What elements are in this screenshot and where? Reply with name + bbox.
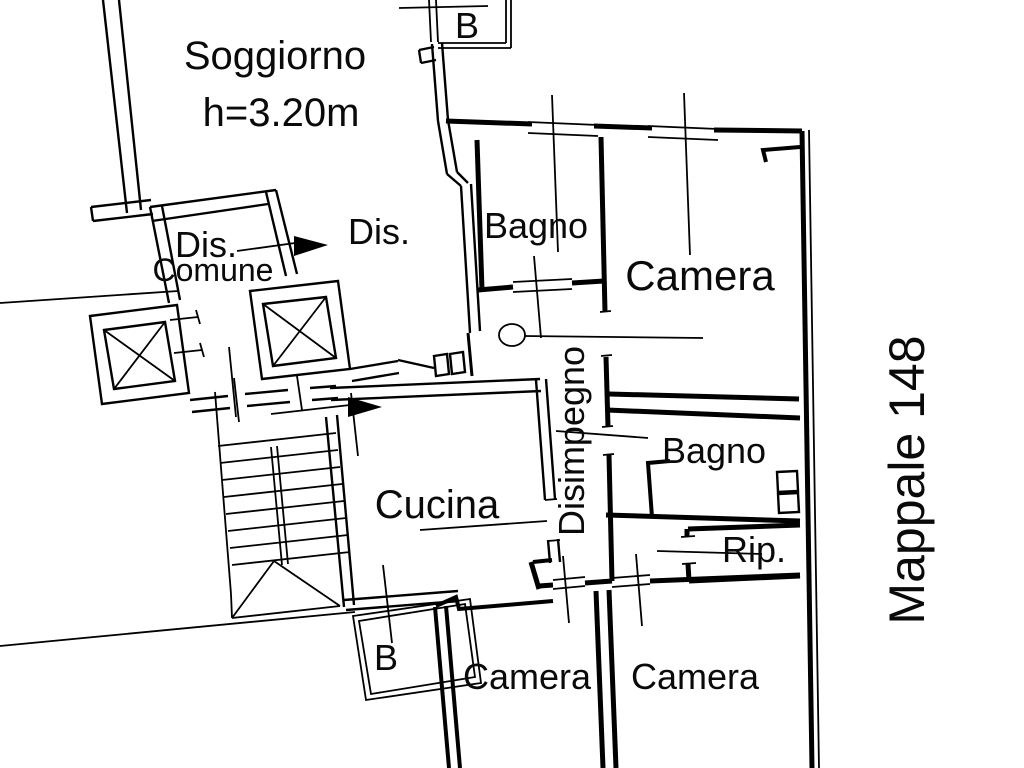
label-balcony-bottom: B	[374, 637, 398, 678]
label-mappale: Mappale 148	[879, 335, 935, 624]
stair-break-line	[231, 560, 341, 619]
balcony-bottom	[351, 597, 483, 702]
label-camera-top: Camera	[625, 252, 775, 299]
label-bagno-mid: Bagno	[662, 430, 766, 471]
window-symbols	[382, 92, 763, 644]
landing-walls	[169, 309, 435, 457]
staircase	[214, 391, 351, 619]
balcony-top	[398, 0, 512, 122]
label-cucina: Cucina	[375, 483, 500, 527]
soggiorno-walls	[89, 0, 154, 223]
label-camera-bottom-right: Camera	[631, 656, 760, 697]
label-dis-comune-1: Dis.	[175, 224, 237, 265]
label-disimpegno: Disimpegno	[551, 346, 592, 536]
dis-comune-walls	[148, 188, 299, 304]
door-knob-symbol	[498, 323, 526, 347]
label-balcony-top: B	[455, 5, 479, 46]
label-rip: Rip.	[722, 529, 786, 570]
label-soggiorno: Soggiorno	[184, 34, 366, 78]
stair-divider	[270, 445, 289, 566]
elevator-x-icon	[262, 296, 337, 367]
cucina-walls	[324, 377, 562, 612]
apartment-walls	[433, 118, 820, 768]
arrow-head-icon	[348, 397, 382, 417]
door-frame-symbols	[432, 350, 467, 378]
arrow-head-icon	[294, 236, 328, 256]
label-camera-bottom-left: Camera	[463, 656, 592, 697]
boundary-lines	[0, 290, 356, 647]
label-dis-target: Dis.	[348, 211, 410, 252]
label-dis-comune-2: Comune	[153, 252, 274, 288]
room-labels: Soggiorno h=3.20m B Dis. Comune Dis. Bag…	[153, 5, 935, 697]
label-bagno-top: Bagno	[484, 205, 588, 246]
apartment-west-wall	[436, 119, 482, 377]
entry-arrow	[270, 397, 382, 417]
dis-arrow	[236, 236, 328, 256]
elevator-shaft-left	[88, 303, 191, 406]
elevator-shaft-right	[248, 279, 352, 381]
elevator-x-icon	[103, 321, 176, 390]
shaft-boxes	[775, 469, 801, 515]
label-ceiling-height: h=3.20m	[203, 91, 360, 135]
